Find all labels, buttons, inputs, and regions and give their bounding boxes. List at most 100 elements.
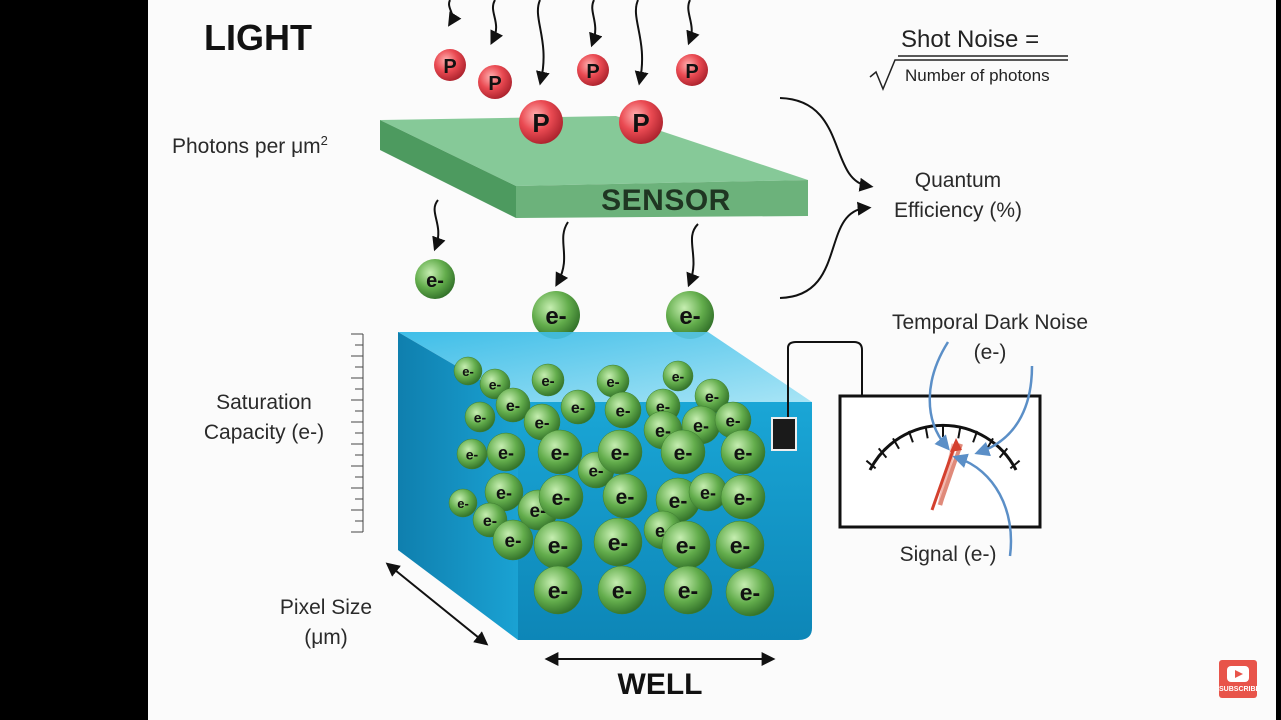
svg-text:e-: e- [655, 421, 671, 441]
svg-text:P: P [586, 61, 599, 83]
electron: e- [688, 472, 728, 512]
svg-text:e-: e- [506, 398, 520, 415]
meter-tick [865, 459, 877, 470]
curved-arrow-icon [974, 365, 1034, 457]
dark-noise-line2: (e-) [973, 341, 1007, 364]
svg-text:e-: e- [571, 400, 585, 417]
light-title: LIGHT [204, 17, 312, 58]
svg-text:e-: e- [725, 411, 740, 430]
meter-tick [998, 447, 1009, 459]
electron: e- [533, 565, 583, 615]
meter-tick [892, 437, 900, 450]
electron: e- [597, 565, 647, 615]
photon: P [519, 100, 563, 144]
meter-box [838, 394, 1042, 529]
electron: e- [720, 474, 766, 520]
electron: e- [666, 291, 714, 339]
electron: e- [714, 401, 752, 439]
svg-text:e-: e- [740, 580, 760, 606]
youtube-play-icon [1227, 666, 1249, 682]
subscribe-button[interactable]: SUBSCRIBE [1219, 660, 1261, 698]
photons-label-superscript: 2 [320, 133, 328, 148]
curved-arrow-icon [928, 341, 950, 451]
svg-text:e-: e- [588, 461, 603, 480]
svg-text:e-: e- [462, 364, 474, 379]
sqrt-sign-icon [869, 59, 1068, 91]
electron: e- [538, 474, 584, 520]
electron: e- [453, 356, 483, 386]
svg-text:e-: e- [693, 416, 709, 436]
electron: e- [593, 517, 643, 567]
photons-per-area-label: Photons per μm2 [172, 126, 328, 162]
electron: e- [492, 519, 534, 561]
quantum-efficiency-line1: Quantum [914, 169, 1002, 192]
needle-tip-icon [950, 438, 962, 452]
wavy-arrow-icon [634, 0, 649, 86]
svg-text:P: P [685, 61, 698, 83]
temporal-dark-noise-label: Temporal Dark Noise (e-) [868, 308, 1112, 368]
svg-text:e-: e- [611, 442, 630, 465]
electron: e- [415, 259, 455, 299]
shot-noise-denominator: Number of photons [905, 66, 1050, 85]
wavy-arrow-icon [555, 221, 569, 287]
electron: e- [720, 429, 766, 475]
sensor-slab: SENSOR [380, 116, 808, 218]
meter-tick [1009, 459, 1021, 470]
wavy-arrow-icon [686, 223, 700, 288]
electron: e- [537, 429, 583, 475]
electron: e- [604, 391, 642, 429]
svg-text:P: P [488, 73, 501, 95]
electron: e- [663, 565, 713, 615]
photon: P [434, 49, 466, 81]
svg-text:e-: e- [734, 487, 753, 510]
svg-text:e-: e- [608, 530, 628, 556]
svg-text:e-: e- [676, 533, 696, 559]
svg-text:e-: e- [669, 490, 688, 513]
svg-text:P: P [532, 108, 549, 138]
sensor-top [380, 116, 808, 186]
electron: e- [560, 389, 596, 425]
photons: P P P P P P [434, 49, 708, 144]
meter-needles [930, 438, 963, 511]
photon: P [619, 100, 663, 144]
svg-text:e-: e- [498, 443, 514, 463]
meter-tick [877, 447, 888, 459]
electron: e- [597, 429, 643, 475]
meter-cable [787, 341, 863, 426]
quantum-efficiency-label: Quantum Efficiency (%) [866, 166, 1050, 226]
sensor-diagram: Shot Noise = Number of photons SENSOR P … [351, 0, 1068, 666]
saturation-capacity-label: Saturation Capacity (e-) [184, 388, 344, 448]
meter-connection [771, 341, 863, 451]
electron: e- [725, 567, 775, 617]
wavy-arrow-icon [536, 0, 550, 86]
quantum-efficiency-line2: Efficiency (%) [894, 199, 1022, 222]
electron: e- [523, 403, 561, 441]
electron: e- [456, 438, 488, 470]
svg-text:e-: e- [551, 442, 570, 465]
electron: e- [464, 401, 496, 433]
svg-text:e-: e- [674, 442, 693, 465]
well-electrons: e-e-e-e-e-e-e-e-e-e-e-e-e-e-e-e-e-e-e-e-… [448, 356, 775, 617]
svg-text:e-: e- [678, 578, 698, 604]
svg-text:e-: e- [457, 496, 469, 511]
electron: e- [662, 360, 694, 392]
sensor-front-face [516, 180, 808, 218]
incoming-light-arrows [448, 0, 700, 86]
svg-text:P: P [443, 56, 456, 78]
curved-arrow-icon [952, 453, 1013, 557]
photon: P [478, 65, 512, 99]
well-contact [771, 417, 797, 451]
svg-text:e-: e- [672, 368, 685, 384]
meter-needle [930, 441, 958, 511]
svg-text:e-: e- [700, 483, 716, 503]
svg-text:e-: e- [615, 401, 630, 420]
svg-text:e-: e- [496, 483, 512, 503]
svg-text:e-: e- [734, 442, 753, 465]
saturation-line2: Capacity (e-) [203, 421, 325, 444]
saturation-line1: Saturation [216, 391, 312, 414]
svg-text:e-: e- [541, 373, 554, 390]
electron: e- [596, 364, 630, 398]
subscribe-text: SUBSCRIBE [1219, 686, 1261, 693]
svg-text:e-: e- [483, 513, 497, 530]
sensor-left-face [380, 120, 516, 218]
